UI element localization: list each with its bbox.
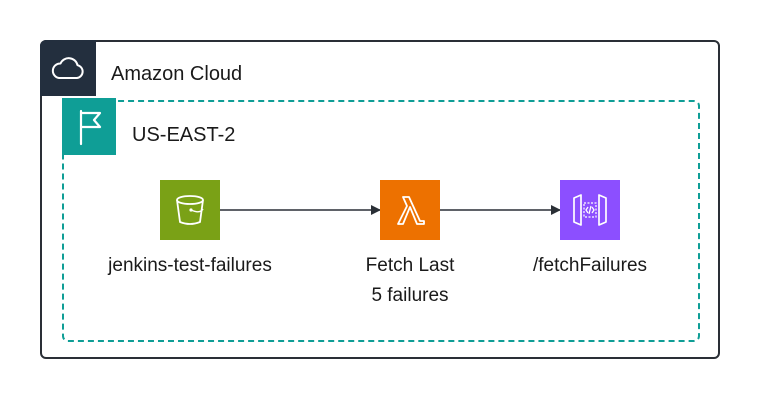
cloud-icon xyxy=(40,40,96,96)
lambda-icon xyxy=(380,180,440,240)
api-node-label: /fetchFailures xyxy=(532,255,648,276)
region-group-title: US-EAST-2 xyxy=(132,124,236,146)
flag-icon xyxy=(62,98,116,155)
api-gateway-icon xyxy=(560,180,620,240)
amazon-cloud-group xyxy=(40,40,720,359)
s3-bucket-icon xyxy=(160,180,220,240)
us-east-2-region-group xyxy=(62,100,700,342)
lambda-node-label: Fetch Last 5 failures xyxy=(365,255,455,306)
cloud-group-title: Amazon Cloud xyxy=(111,63,243,85)
s3-node-label: jenkins-test-failures xyxy=(108,255,272,276)
